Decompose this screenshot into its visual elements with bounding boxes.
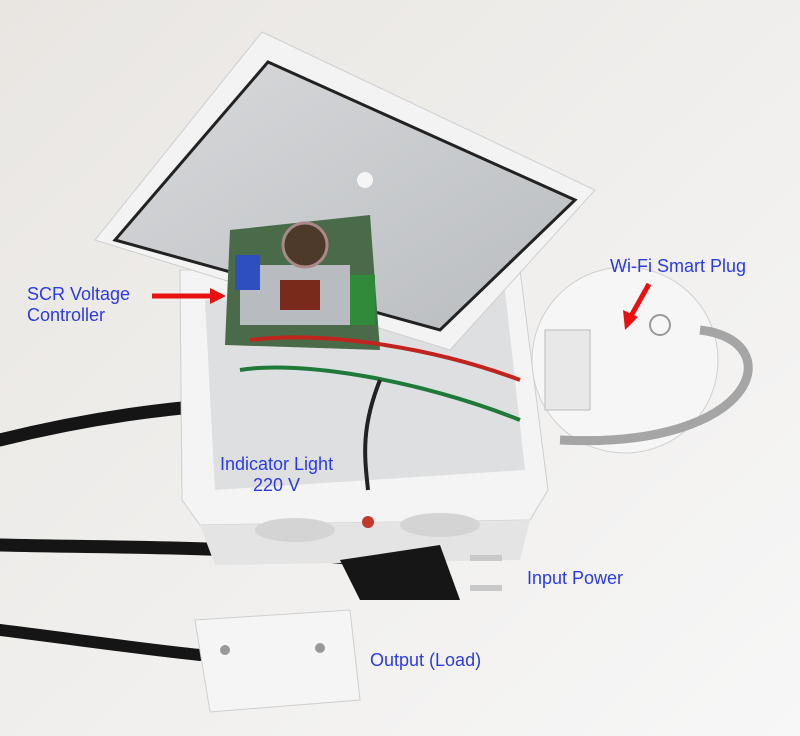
input-plug — [340, 545, 502, 600]
indicator-label: Indicator Light 220 V — [220, 454, 333, 496]
output-connector — [194, 609, 361, 713]
scr-label: SCR Voltage Controller — [27, 284, 130, 326]
indicator-label-line1: Indicator Light — [220, 454, 334, 474]
input-power-label: Input Power — [527, 568, 624, 588]
scr-label-line2: Controller — [27, 305, 106, 325]
indicator-label-line2: 220 V — [253, 475, 301, 495]
scr-module — [225, 215, 380, 350]
smart-plug-label: Wi-Fi Smart Plug — [610, 256, 747, 276]
scr-arrow — [152, 288, 226, 304]
scr-label-line1: SCR Voltage — [27, 284, 131, 304]
output-load-label: Output (Load) — [370, 650, 482, 670]
wires — [239, 335, 521, 491]
smart-plug-arrow — [623, 282, 652, 330]
smart-plug — [531, 266, 753, 454]
